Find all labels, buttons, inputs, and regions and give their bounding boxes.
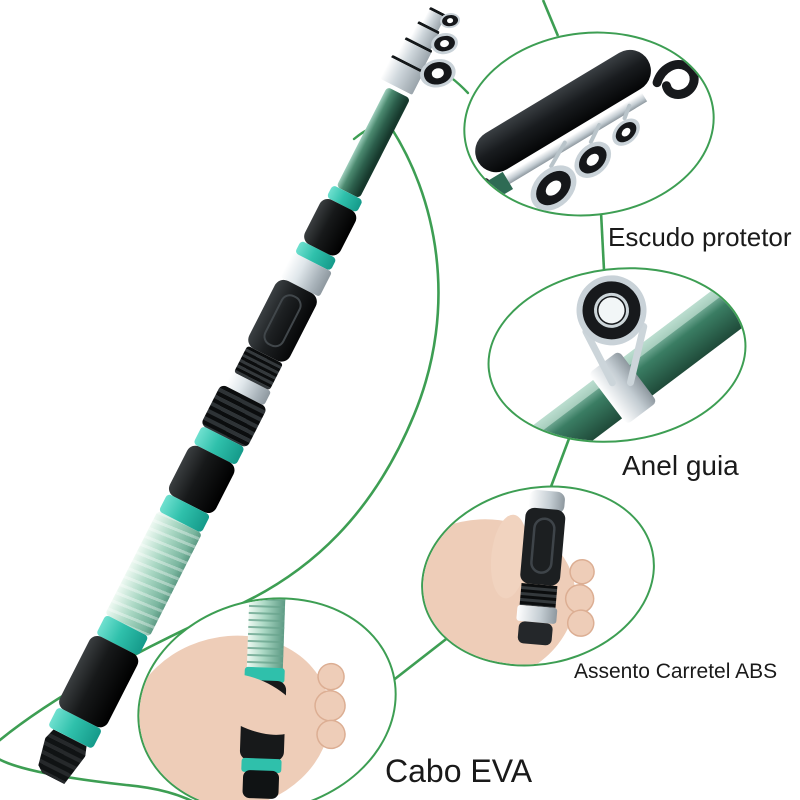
rod-blank-section bbox=[522, 264, 755, 455]
connector-shield-ring bbox=[599, 211, 606, 271]
connector-top bbox=[541, 0, 560, 37]
rod-blank-upper bbox=[336, 86, 411, 199]
guide-frame-legs bbox=[582, 323, 648, 387]
tip-shield-detail bbox=[474, 49, 699, 211]
fingertip bbox=[566, 609, 595, 637]
label-guide-ring: Anel guia bbox=[622, 450, 739, 481]
fingertip bbox=[317, 662, 345, 691]
connector-ring-seat bbox=[547, 435, 572, 493]
line-guide-eyelet bbox=[612, 118, 640, 146]
label-reel-seat: Assento Carretel ABS bbox=[574, 660, 778, 683]
line-guide-eyelet bbox=[574, 141, 612, 178]
line-guide-eyelet bbox=[439, 11, 462, 30]
line-guide-eyelet bbox=[530, 165, 577, 211]
index-finger bbox=[490, 514, 528, 599]
hanging-hook bbox=[652, 59, 699, 99]
fingertip bbox=[316, 719, 346, 750]
label-handle: Cabo EVA bbox=[385, 753, 533, 789]
callout-eva-handle bbox=[114, 570, 420, 800]
fingertip bbox=[569, 558, 595, 585]
rod-blank-lower bbox=[105, 510, 203, 637]
label-shield: Escudo protetor bbox=[608, 222, 792, 252]
reel-seat-assembly bbox=[516, 489, 566, 646]
callout-tip-shield bbox=[454, 19, 724, 229]
thumb bbox=[206, 673, 301, 735]
guide-ring-detail bbox=[522, 264, 755, 455]
eva-handle-detail bbox=[128, 592, 346, 800]
callout-guide-ring bbox=[477, 252, 757, 458]
